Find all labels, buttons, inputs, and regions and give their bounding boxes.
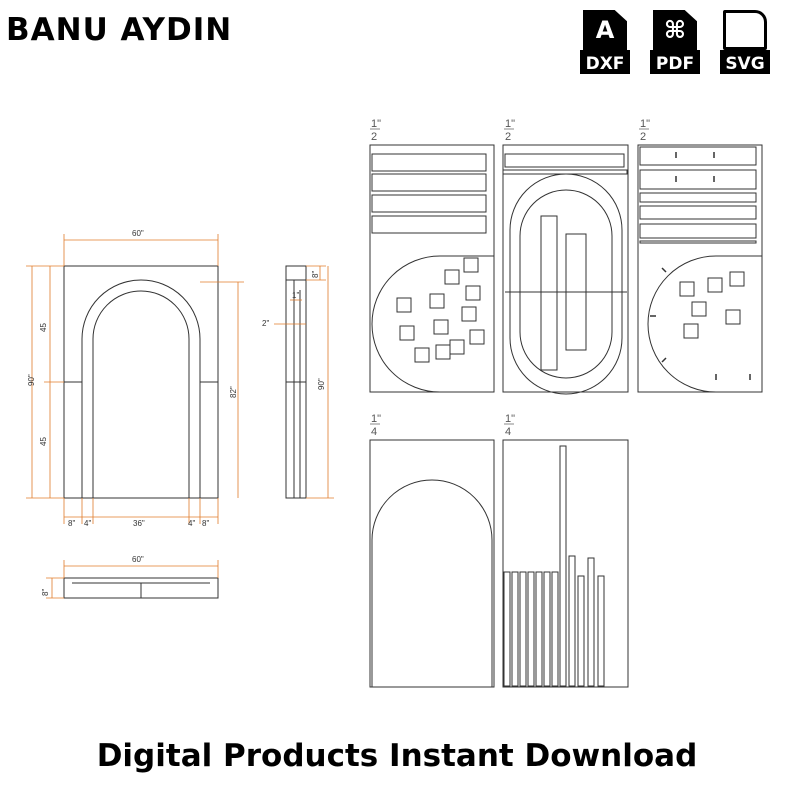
front-height-label: 90" (27, 374, 36, 386)
front-bottom-dim-1: 8" (68, 519, 75, 528)
sheet-2 (502, 144, 629, 395)
svg-label: SVG (720, 50, 770, 74)
dxf-label: DXF (580, 50, 630, 74)
sheet-2-thickness-num: 1" (505, 118, 515, 130)
side-small-label: 1" (292, 291, 299, 300)
front-elevation (63, 265, 219, 499)
side-depth-label: 8" (311, 271, 320, 278)
sheet-2-thickness-den: 2 (505, 131, 511, 143)
top-view (63, 577, 219, 599)
sheet-4 (369, 439, 495, 688)
sheet-1 (369, 144, 495, 393)
footer-tagline: Digital Products Instant Download (96, 738, 698, 774)
front-inner-height-label: 82" (229, 386, 238, 398)
front-lower-half-label: 45 (39, 437, 48, 446)
sheet-1-thickness-den: 2 (371, 131, 377, 143)
sheet-4-thickness-den: 4 (371, 426, 377, 438)
dxf-format-icon: A DXF (580, 10, 630, 76)
sheet-4-thickness-num: 1" (371, 413, 381, 425)
side-height-label: 90" (317, 378, 326, 390)
top-width-label: 60" (132, 555, 144, 564)
sheet-3-slots (650, 152, 751, 380)
front-width-label: 60" (132, 229, 144, 238)
sheet-5-thickness-num: 1" (505, 413, 515, 425)
sheet-5 (502, 439, 629, 688)
front-bottom-dim-3: 36" (133, 519, 145, 528)
front-bottom-dim-4: 4" (188, 519, 195, 528)
pdf-label: PDF (650, 50, 700, 74)
side-dimensions (274, 265, 334, 499)
side-offset-label: 2" (262, 319, 269, 328)
brand-title: BANU AYDIN (6, 12, 233, 48)
front-bottom-dim-5: 8" (202, 519, 209, 528)
top-depth-label: 8" (41, 589, 50, 596)
sheet-5-thickness-den: 4 (505, 426, 511, 438)
top-dimensions (46, 560, 219, 599)
sheet-3 (637, 144, 763, 393)
sheet-3-thickness-num: 1" (640, 118, 650, 130)
side-section (285, 265, 307, 499)
front-dimensions (26, 234, 244, 524)
front-bottom-dim-2: 4" (84, 519, 91, 528)
front-upper-half-label: 45 (39, 323, 48, 332)
sheet-1-thickness-num: 1" (371, 118, 381, 130)
pdf-glyph: ⌘ (663, 16, 687, 44)
sheet-3-thickness-den: 2 (640, 131, 646, 143)
pdf-format-icon: ⌘ PDF (650, 10, 700, 76)
svg-format-icon: SVG (720, 10, 770, 76)
dxf-glyph: A (595, 16, 615, 44)
